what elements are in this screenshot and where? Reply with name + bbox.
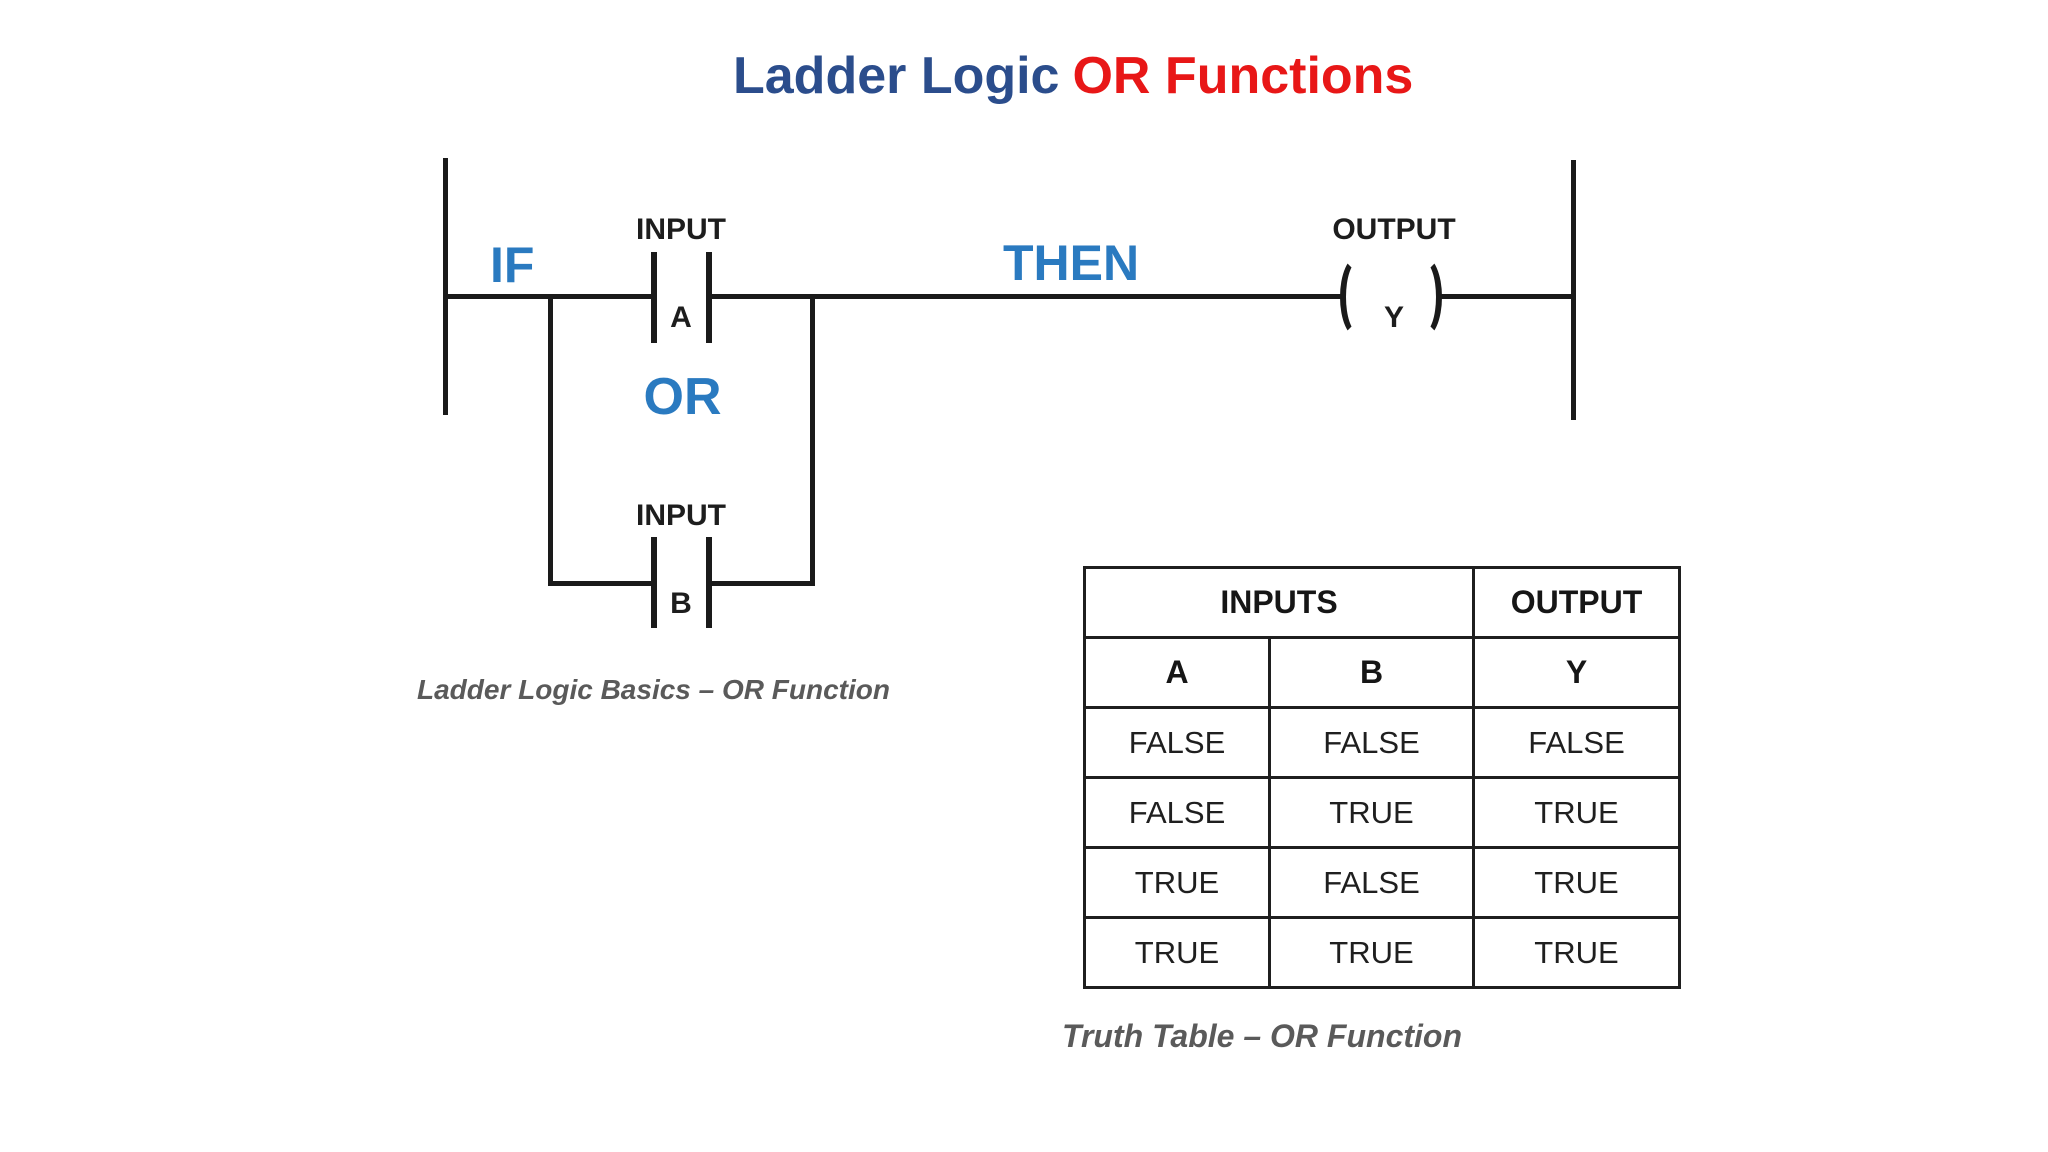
- truth-table: INPUTS OUTPUT A B Y FALSE FALSE FALSE FA…: [1083, 566, 1681, 989]
- coil-right-arc: [1406, 256, 1442, 338]
- ladder-caption: Ladder Logic Basics – OR Function: [417, 674, 890, 705]
- output-y-label: OUTPUT Y: [1314, 164, 1474, 340]
- cell-r1-y: FALSE: [1472, 706, 1681, 779]
- branch-right-vertical: [810, 294, 815, 586]
- cell-r3-a: TRUE: [1083, 846, 1271, 919]
- input-a-label-line1: INPUT: [636, 213, 726, 246]
- output-group-header: OUTPUT: [1472, 566, 1681, 639]
- column-header-y: Y: [1472, 636, 1681, 709]
- or-keyword-label: OR: [643, 368, 722, 426]
- cell-r3-b: FALSE: [1268, 846, 1475, 919]
- branch-bottom-segment-right: [712, 581, 815, 586]
- cell-r4-y: TRUE: [1472, 916, 1681, 989]
- page-title-red-part: OR Functions: [1072, 47, 1414, 105]
- cell-r4-a: TRUE: [1083, 916, 1271, 989]
- rung-segment-left: [443, 294, 652, 299]
- page-title-blue-part: Ladder Logic: [733, 47, 1060, 105]
- branch-left-vertical: [548, 294, 553, 586]
- cell-r2-a: FALSE: [1083, 776, 1271, 849]
- left-power-rail: [443, 158, 448, 415]
- cell-r4-b: TRUE: [1268, 916, 1475, 989]
- truth-table-row: TRUE TRUE TRUE: [1083, 916, 1681, 989]
- inputs-group-header: INPUTS: [1083, 566, 1475, 639]
- truth-table-group-header-row: INPUTS OUTPUT: [1083, 566, 1681, 639]
- contact-a-left-plate: [651, 252, 657, 343]
- truth-table-row: TRUE FALSE TRUE: [1083, 846, 1681, 919]
- branch-bottom-segment-left: [548, 581, 653, 586]
- output-y-label-line2: Y: [1383, 301, 1404, 334]
- if-keyword-label: IF: [490, 237, 535, 293]
- input-b-label-line1: INPUT: [636, 499, 726, 532]
- cell-r1-b: FALSE: [1268, 706, 1475, 779]
- truth-table-column-header-row: A B Y: [1083, 636, 1681, 709]
- truth-table-row: FALSE FALSE FALSE: [1083, 706, 1681, 779]
- rung-segment-middle: [712, 294, 1344, 299]
- input-a-label-line2: A: [670, 301, 692, 334]
- cell-r3-y: TRUE: [1472, 846, 1681, 919]
- cell-r2-y: TRUE: [1472, 776, 1681, 849]
- right-power-rail: [1571, 160, 1576, 420]
- coil-left-arc: [1340, 256, 1376, 338]
- truth-table-row: FALSE TRUE TRUE: [1083, 776, 1681, 849]
- cell-r1-a: FALSE: [1083, 706, 1271, 779]
- rung-segment-right: [1438, 294, 1576, 299]
- column-header-b: B: [1268, 636, 1475, 709]
- input-b-label-line2: B: [670, 587, 692, 620]
- contact-a-right-plate: [706, 252, 712, 343]
- input-a-label: INPUT A: [601, 164, 761, 340]
- then-keyword-label: THEN: [1003, 235, 1140, 291]
- column-header-a: A: [1083, 636, 1271, 709]
- cell-r2-b: TRUE: [1268, 776, 1475, 849]
- input-b-label: INPUT B: [601, 450, 761, 626]
- truth-table-caption: Truth Table – OR Function: [1062, 1018, 1462, 1054]
- contact-b-left-plate: [651, 537, 657, 628]
- contact-b-right-plate: [706, 537, 712, 628]
- output-y-label-line1: OUTPUT: [1332, 213, 1456, 246]
